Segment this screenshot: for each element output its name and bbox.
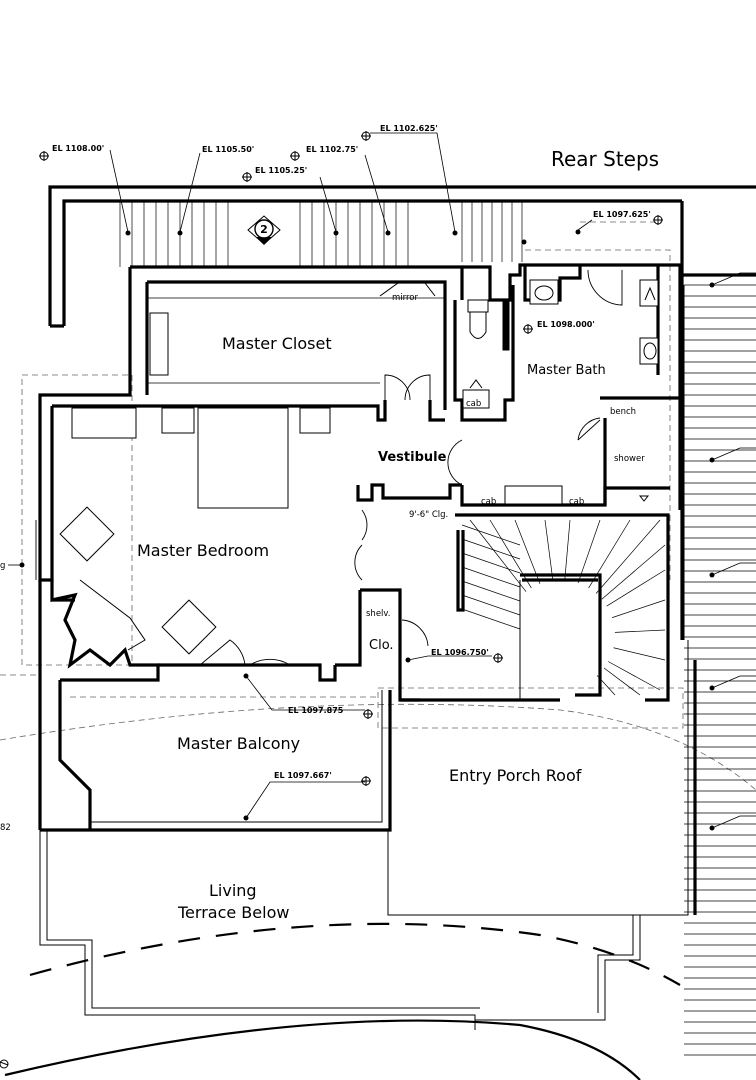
elevation-1108: EL 1108.00' [52,144,104,153]
edge-left-g-label: g [0,561,5,571]
side-step-markers [709,272,756,831]
elevation-1105-50: EL 1105.50' [202,145,254,154]
side-step-leader [711,272,741,286]
stair-tread [601,544,666,600]
stair-tread [606,569,666,607]
elevation-1096-750: EL 1096.750' [431,648,489,657]
entry-porch-roof-label: Entry Porch Roof [449,766,582,785]
elevation-1105-25: EL 1105.25' [255,166,307,175]
side-step-leader [711,562,741,576]
living-label: Living [209,881,257,900]
stair-tread [461,538,521,560]
mirror-label: mirror [392,293,418,303]
stair-tread [564,519,571,581]
ceiling-height-label: 9'-6" Clg. [409,510,448,520]
stair-tread [577,519,601,584]
elevation-1097-875: EL 1097.875 [288,706,344,715]
stair-tread [461,594,521,616]
clo-label: Clo. [369,638,394,653]
stair-tread [596,675,616,696]
stair-tread [489,519,532,589]
bath-cab-label: cab [466,399,481,409]
stair-tread [613,647,666,661]
elevation-1097-667: EL 1097.667' [274,771,332,780]
stair-tread [514,519,541,584]
elevation-1102-625: EL 1102.625' [380,124,438,133]
elevation-target-symbols [39,131,663,786]
master-bath-label: Master Bath [527,363,606,378]
stair-tread [461,524,521,546]
rear-steps-label: Rear Steps [551,147,659,171]
bench-label: bench [610,407,636,417]
stair-tread [612,599,666,618]
stair-tread [588,519,631,589]
stair-tread [461,552,521,574]
bedroom-furniture [59,407,331,655]
elevation-1097-625: EL 1097.625' [593,210,651,219]
stair-tread [603,667,641,696]
vestibule-label: Vestibule [378,450,447,465]
stair-tread [595,519,661,594]
dashed-outlines [0,221,684,729]
bath-fixtures [462,279,659,505]
shelv-label: shelv. [366,609,390,619]
shower-label: shower [614,454,645,464]
elevation-labels: EL 1108.00' EL 1105.50' EL 1102.75' EL 1… [52,124,651,780]
section-marker-symbol: 2 [247,215,281,245]
stair-tread [461,580,521,602]
elevation-leaders [8,132,593,821]
master-closet-label: Master Closet [222,334,332,353]
room-labels: Rear Steps Master Closet mirror Master B… [0,147,659,922]
stair-tread [461,566,521,588]
elevation-1102-75: EL 1102.75' [306,145,358,154]
cab-left-label: cab [481,497,496,507]
stair-tread [461,608,521,630]
elevation-1098: EL 1098.000' [537,320,595,329]
cab-right-label: cab [569,497,584,507]
side-step-leader [711,447,741,461]
side-step-leader [711,675,741,689]
master-bedroom-label: Master Bedroom [137,541,269,560]
stair-winders [461,519,666,700]
roof-overhang-curves [0,703,756,1080]
section-marker-number: 2 [260,223,268,236]
stair-tread [544,519,554,581]
building-walls [38,263,689,1030]
terrace-below-label: Terrace Below [177,903,289,922]
stair-tread [614,629,666,633]
master-balcony-label: Master Balcony [177,734,300,753]
side-step-treads [683,284,756,1056]
outer-walls [48,185,756,915]
stair-tread [608,661,661,691]
edge-left-82-label: 82 [0,823,11,833]
door-swings [35,269,623,666]
side-step-leader [711,815,741,829]
stair-tread [469,519,527,592]
